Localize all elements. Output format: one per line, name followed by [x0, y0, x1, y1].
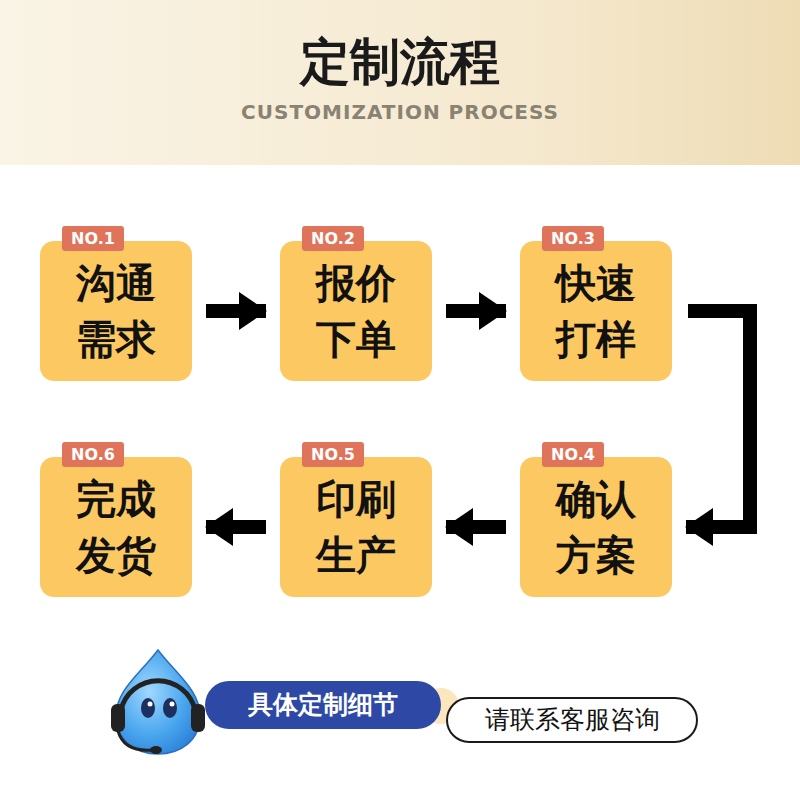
step-number: NO.4	[542, 442, 604, 467]
step-number: NO.3	[542, 226, 604, 251]
flow-arrow	[446, 520, 506, 534]
banner-pill: 具体定制细节	[205, 681, 441, 729]
subtitle-label: CUSTOMIZATION PROCESS	[0, 100, 800, 124]
step-text: 完成 发货	[70, 471, 162, 583]
process-box: NO.5印刷 生产	[280, 457, 432, 597]
step-number: NO.2	[302, 226, 364, 251]
process-box: NO.1沟通 需求	[40, 241, 192, 381]
process-box: NO.6完成 发货	[40, 457, 192, 597]
process-box: NO.2报价 下单	[280, 241, 432, 381]
mascot-icon	[111, 650, 205, 754]
flow-arrow	[446, 304, 506, 318]
flow-arrow	[686, 311, 750, 527]
step-number: NO.6	[62, 442, 124, 467]
step-text: 确认 方案	[550, 471, 642, 583]
process-box: NO.4确认 方案	[520, 457, 672, 597]
contact-pill: 请联系客服咨询	[446, 697, 698, 743]
step-text: 印刷 生产	[310, 471, 402, 583]
step-number: NO.5	[302, 442, 364, 467]
flow-arrow	[206, 520, 266, 534]
diagram-title: 定制流程	[0, 32, 800, 92]
step-text: 沟通 需求	[70, 255, 162, 367]
process-box: NO.3快速 打样	[520, 241, 672, 381]
step-text: 快速 打样	[550, 255, 642, 367]
step-text: 请联系客服咨询	[485, 705, 660, 735]
flow-arrow	[206, 304, 266, 318]
step-text: 具体定制细节	[248, 690, 398, 720]
step-number: NO.1	[62, 226, 124, 251]
step-text: 报价 下单	[310, 255, 402, 367]
